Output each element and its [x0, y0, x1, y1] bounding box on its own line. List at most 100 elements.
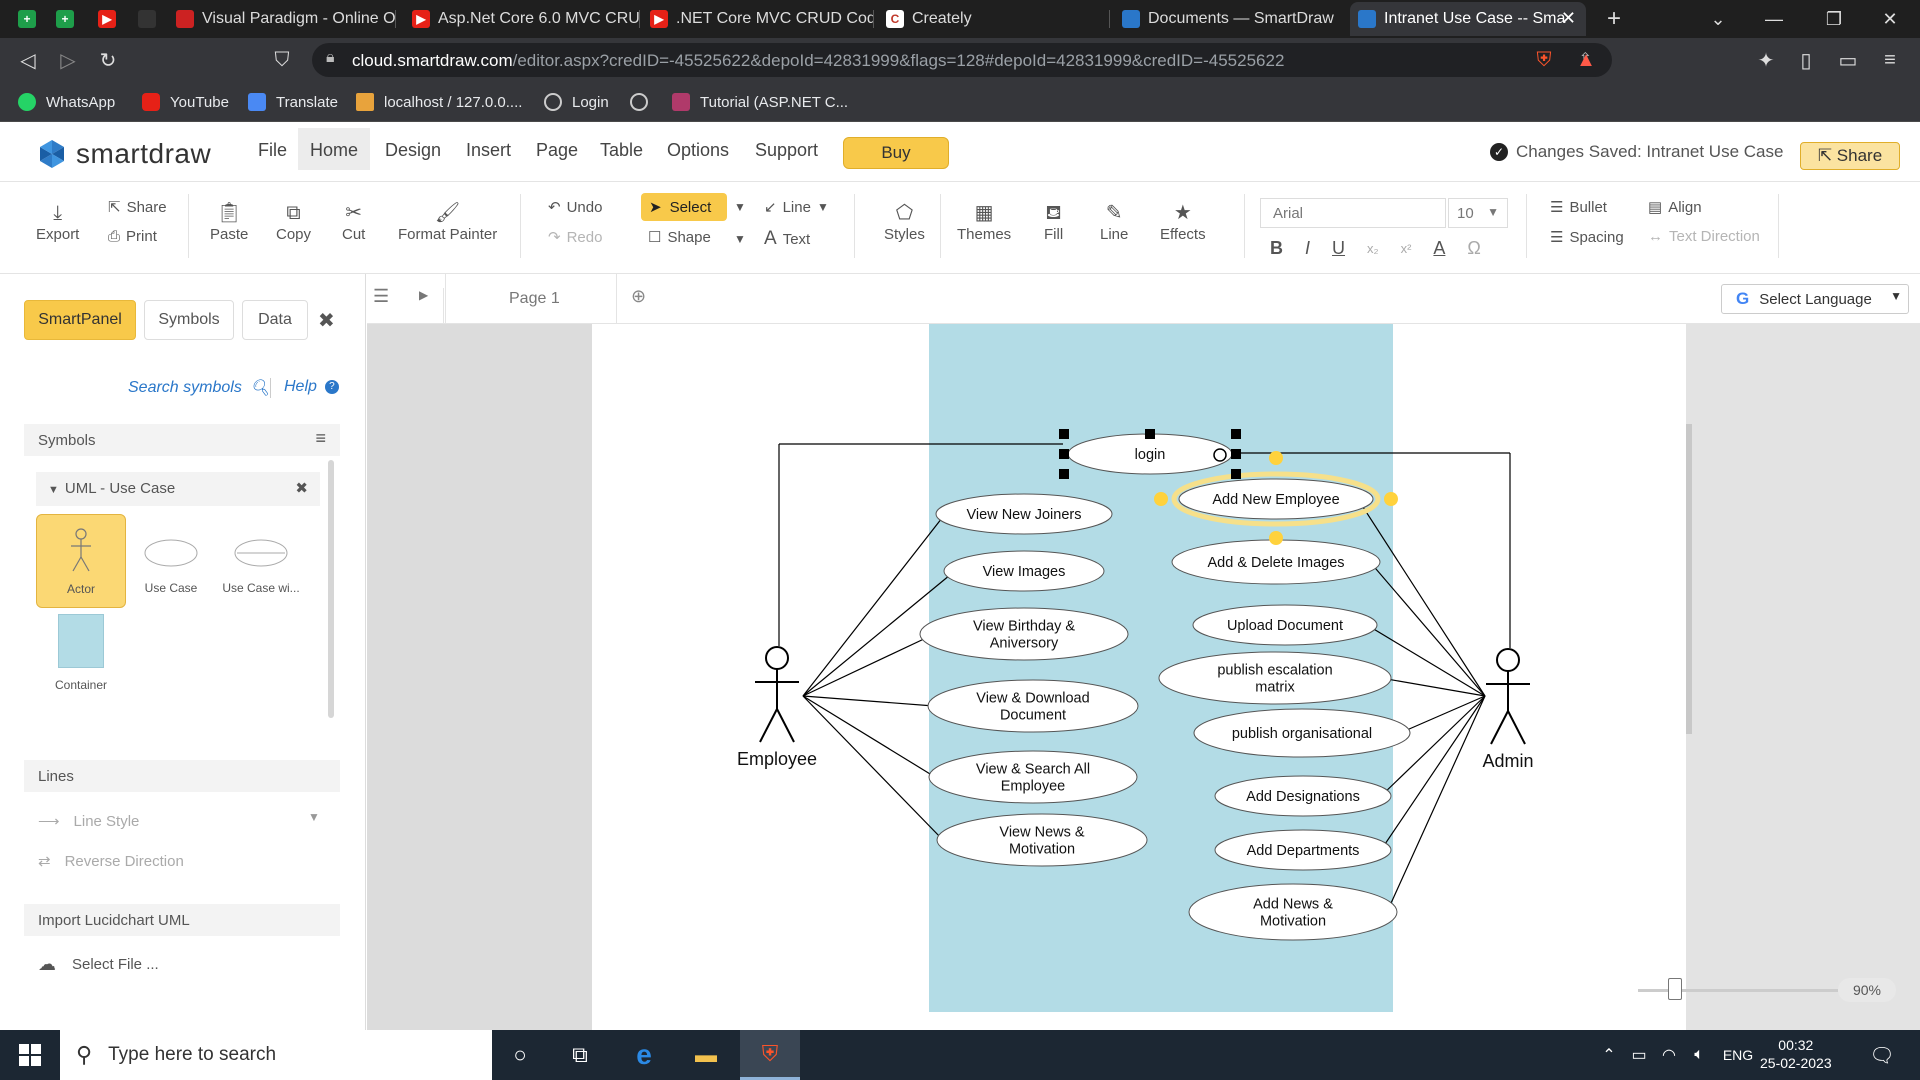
notification-icon[interactable]: 🗨︎: [1869, 1044, 1895, 1067]
language-indicator[interactable]: ENG: [1722, 1047, 1754, 1063]
bookmark-icon[interactable]: ⛉: [274, 48, 290, 71]
symbols-scrollbar[interactable]: [328, 460, 334, 718]
windows-start-icon[interactable]: [0, 1030, 60, 1080]
page-list-icon[interactable]: ☰: [373, 286, 390, 306]
select-language-dropdown[interactable]: G Select Language ▼: [1721, 284, 1909, 314]
drawing-page[interactable]: [592, 324, 1686, 1030]
tab-symbols[interactable]: Symbols: [144, 300, 234, 340]
symbol-use-case[interactable]: Use Case: [126, 514, 216, 608]
tab-data[interactable]: Data: [242, 300, 308, 340]
tab-blank[interactable]: [130, 2, 160, 36]
line-style-button[interactable]: ✎Line: [1100, 202, 1129, 243]
line-tool-button[interactable]: ↙Line▼: [764, 198, 829, 217]
wallet-icon[interactable]: ▭: [1838, 49, 1858, 72]
hamburger-icon[interactable]: ≡: [315, 428, 326, 448]
menu-support[interactable]: Support: [755, 140, 819, 160]
minimize-button[interactable]: —: [1765, 8, 1783, 29]
shape-tool-button[interactable]: ☐Shape: [648, 228, 711, 247]
sidebar-icon[interactable]: ▯: [1800, 49, 1812, 72]
page-tab[interactable]: Page 1: [509, 290, 560, 307]
menu-icon[interactable]: ≡: [1884, 48, 1896, 71]
superscript-button[interactable]: x²: [1400, 241, 1412, 256]
format-painter-button[interactable]: 🖌︎Format Painter: [398, 202, 498, 243]
select-tool-button[interactable]: ➤Select: [641, 193, 727, 221]
text-direction-button[interactable]: ↔Text Direction: [1648, 228, 1760, 245]
shape-dropdown[interactable]: ▼: [734, 232, 746, 246]
zoom-slider-track[interactable]: [1638, 989, 1838, 992]
tab-smartpanel[interactable]: SmartPanel: [24, 300, 136, 340]
symbol-container[interactable]: Container: [36, 614, 126, 708]
share-page-icon[interactable]: ⇪: [1578, 51, 1592, 68]
italic-button[interactable]: I: [1305, 238, 1311, 258]
maximize-button[interactable]: ❐: [1825, 8, 1843, 29]
menu-design[interactable]: Design: [385, 140, 442, 160]
reverse-direction-option[interactable]: ⇄Reverse Direction: [38, 852, 184, 871]
task-view-icon[interactable]: ⧉: [572, 1042, 588, 1067]
bookmark-globe[interactable]: [630, 91, 658, 113]
close-panel-icon[interactable]: ✖: [318, 310, 335, 332]
themes-button[interactable]: ▦Themes: [957, 202, 1012, 243]
url-field[interactable]: 🔒︎ cloud.smartdraw.com/editor.aspx?credI…: [312, 43, 1612, 77]
reload-icon[interactable]: ↻: [99, 49, 117, 72]
battery-icon[interactable]: ▭: [1631, 1047, 1647, 1064]
tab-smartdraw-documents[interactable]: Documents — SmartDraw: [1114, 2, 1346, 36]
spacing-button[interactable]: ☰Spacing: [1550, 228, 1624, 247]
bookmark-login[interactable]: Login: [544, 91, 609, 113]
forward-icon[interactable]: ▷: [60, 49, 76, 72]
underline-button[interactable]: U: [1332, 238, 1346, 258]
tab-aspnet-crud[interactable]: ▶Asp.Net Core 6.0 MVC CRUD: [404, 2, 640, 36]
copy-button[interactable]: ⧉Copy: [276, 202, 312, 243]
share-button[interactable]: ⇱ Share: [1800, 142, 1900, 170]
brave-shield-icon[interactable]: ⛨: [1536, 48, 1552, 71]
bookmark-tutorial[interactable]: Tutorial (ASP.NET C...: [672, 91, 848, 113]
play-icon[interactable]: ▶: [419, 288, 429, 302]
menu-insert[interactable]: Insert: [466, 140, 512, 160]
cut-button[interactable]: ✂Cut: [342, 202, 366, 243]
font-family-select[interactable]: Arial: [1260, 198, 1446, 228]
brave-rewards-icon[interactable]: ▲: [1576, 48, 1596, 71]
tab-youtube[interactable]: ▶: [90, 2, 120, 36]
symbol-actor[interactable]: Actor: [36, 514, 126, 608]
menu-page[interactable]: Page: [536, 140, 579, 160]
back-icon[interactable]: ◁: [20, 49, 36, 72]
select-file-button[interactable]: ☁Select File ...: [38, 954, 159, 974]
cortana-icon[interactable]: ○: [513, 1042, 527, 1067]
redo-button[interactable]: ↷Redo: [548, 228, 603, 247]
bookmark-whatsapp[interactable]: WhatsApp: [18, 91, 115, 113]
edge-icon[interactable]: e: [636, 1039, 652, 1070]
library-header[interactable]: ▼UML - Use Case ✖: [36, 472, 320, 506]
caret-down-icon[interactable]: ▼: [308, 810, 320, 824]
export-button[interactable]: ⤓Export: [36, 202, 80, 243]
wifi-icon[interactable]: ◠: [1662, 1047, 1676, 1064]
line-style-option[interactable]: ⟶Line Style: [38, 812, 140, 831]
menu-home[interactable]: Home: [298, 128, 371, 170]
bold-button[interactable]: B: [1270, 238, 1283, 258]
subscript-button[interactable]: x₂: [1367, 241, 1379, 256]
bookmark-translate[interactable]: Translate: [248, 91, 338, 113]
bookmark-youtube[interactable]: YouTube: [142, 91, 229, 113]
font-color-button[interactable]: A: [1433, 238, 1446, 258]
undo-button[interactable]: ↶Undo: [548, 198, 603, 217]
brave-browser-icon[interactable]: ⛨: [740, 1030, 800, 1080]
help-link[interactable]: Help?: [284, 378, 339, 396]
close-tab-icon[interactable]: ✕: [1560, 8, 1576, 28]
menu-file[interactable]: File: [258, 140, 288, 160]
search-symbols-link[interactable]: Search symbols🔍︎: [128, 379, 271, 397]
effects-button[interactable]: ★Effects: [1160, 202, 1206, 243]
lines-section-header[interactable]: Lines: [24, 760, 340, 792]
close-library-icon[interactable]: ✖: [295, 480, 308, 497]
taskbar-search[interactable]: ⚲Type here to search: [60, 1030, 492, 1080]
font-size-select[interactable]: 10▼: [1448, 198, 1508, 228]
symbol-use-case-with-extension[interactable]: Use Case wi...: [216, 514, 306, 608]
tab-sheets-1[interactable]: +: [10, 2, 40, 36]
print-button[interactable]: ⎙Print: [108, 228, 157, 245]
close-window-button[interactable]: ✕: [1882, 8, 1898, 29]
vertical-scrollbar-thumb[interactable]: [1686, 424, 1692, 734]
share-ribbon-button[interactable]: ⇱Share: [108, 198, 167, 217]
align-button[interactable]: ▤Align: [1648, 198, 1702, 217]
fill-button[interactable]: ⛾Fill: [1044, 202, 1064, 243]
show-hidden-icons[interactable]: ⌃: [1602, 1047, 1616, 1064]
